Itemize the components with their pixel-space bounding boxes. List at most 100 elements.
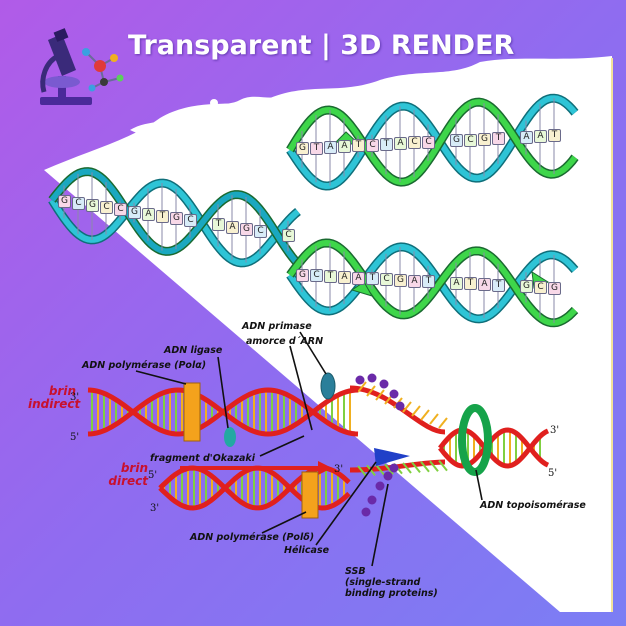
base-pair-tile: A [142,207,155,221]
base-pair-tile: G [86,199,99,213]
polymerase-delta [301,471,319,519]
leader-line [371,483,389,567]
label-helicase: Hélicase [284,545,330,556]
paint-splatter [130,95,290,137]
rung [357,465,367,477]
base-pair-tile: C [114,203,127,217]
base-pair-tile: A [324,140,337,154]
base-pair-tile: T [310,141,323,155]
end-direct-bottom: 3' [150,503,160,514]
ssb-protein [383,471,393,481]
base-pair-tile: G [296,268,309,282]
base-pair-tile: G [548,281,561,295]
rung [429,413,439,425]
base-pair-tile: A [394,137,407,151]
base-pair-tile: A [226,220,239,234]
helix-backbone-a [287,95,578,190]
base-pair-tile: G [520,280,533,294]
base-pair-tile: G [394,273,407,287]
replication-fork [87,331,550,567]
ssb-protein [379,379,389,389]
upper-helix [48,93,579,328]
base-pair-tile: T [352,139,365,153]
rung [438,417,448,429]
ssb-protein [367,495,377,505]
base-pair-tile: C [100,201,113,215]
leader-line [299,331,327,375]
right-rule [611,58,613,612]
end-direct-top: 5' [148,470,158,481]
arrow-head [350,281,374,297]
rung [375,389,385,401]
base-pair-tile: T [212,218,225,232]
leader-line [261,511,307,534]
base-pair-tile: T [464,277,477,291]
base-pair-tile: C [408,136,421,150]
base-pair-tile: C [422,135,435,149]
base-pair-tile: T [492,278,505,292]
leader-line [289,345,313,431]
rung [366,385,376,397]
rung [384,463,394,475]
rung [357,381,367,393]
base-pair-tile: G [450,134,463,148]
base-pair-tile: C [464,133,477,147]
base-pair-tile: A [450,276,463,290]
rung [438,459,448,472]
helix-backbone-b [287,99,578,186]
label-fragment-okazaki: fragment d'Okazaki [150,453,256,464]
base-pair-tile: C [282,229,295,243]
parental-strand [438,427,550,469]
ssb-protein [367,373,377,383]
base-pair-tile: G [240,222,253,236]
indirect-strand [87,387,359,437]
label-ssb-full-1: (single-strand [345,577,421,588]
ssb-protein [355,375,365,385]
base-pair-tile: C [366,138,379,152]
label-adn-ligase: ADN ligase [164,345,223,356]
microscope-molecule-icon [40,28,124,105]
label-amorce-arn: amorce d´ARN [246,336,324,347]
end-direct-arrow: 3' [334,464,344,475]
rung [375,464,385,476]
ssb-protein [395,401,405,411]
base-pair-tile: G [170,212,183,225]
base-pair-tile: T [380,137,393,151]
label-brin-indirect-2: indirect [28,397,81,411]
ssb-protein [389,389,399,399]
base-pair-tile: T [548,129,561,143]
rung [420,461,430,473]
label-adn-polymerase-alpha: ADN polymérase (Polα) [82,360,207,371]
rung [402,462,412,474]
helix-backbone-a [49,180,300,266]
base-pair-tile: G [296,142,309,156]
label-adn-primase: ADN primase [242,321,312,332]
base-pair-tile: T [156,209,169,223]
base-pair-tile: T [366,272,379,286]
label-brin-indirect-1: brin [48,384,76,398]
rung [366,464,376,477]
base-pair-tile: A [534,129,547,143]
leader-line [217,356,229,429]
base-pair-tile: G [128,205,141,219]
base-pair-tile: T [492,132,505,146]
base-pair-tile: A [352,271,365,285]
rung [402,401,412,413]
label-brin-direct-1: brin [120,461,148,475]
base-pair-tile: C [184,214,197,228]
helix-backbone-b [49,168,301,266]
ssb-protein [361,507,371,517]
base-pair-tile: C [254,224,267,238]
base-pair-tile: A [408,274,421,288]
end-indirect-top: 3' [70,392,80,403]
label-adn-topoisomerase: ADN topoisomérase [480,500,586,511]
ligase [224,427,236,447]
helix-backbone-b [287,239,578,326]
leader-line [475,469,483,501]
rung [429,460,439,472]
topoisomerase [458,404,492,476]
end-indirect-bottom: 5' [70,432,80,443]
helicase [374,448,410,466]
rung [411,405,421,417]
